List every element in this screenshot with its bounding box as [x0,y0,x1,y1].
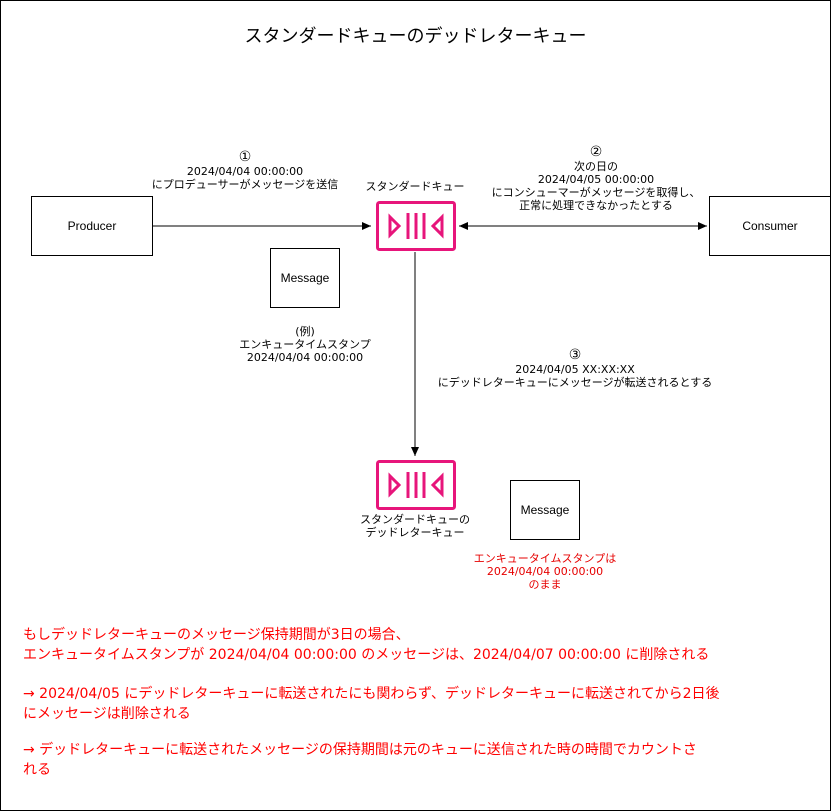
example-line2: エンキュータイムスタンプ [239,338,371,351]
step2-number: ② [589,144,603,160]
example-label: (例) エンキュータイムスタンプ 2024/04/04 00:00:00 [215,325,395,364]
diagram-title: スタンダードキューのデッドレターキュー [244,26,587,47]
note-p2-line2: にメッセージは削除される [23,706,191,722]
consumer-node: Consumer [709,196,831,256]
step2-line2: 2024/04/05 00:00:00 [537,173,655,186]
step1-line1: 2024/04/04 00:00:00 [186,165,304,178]
dlq-label-line2: デッドレターキュー [365,526,465,539]
step1-label: ① 2024/04/04 00:00:00 にプロデューサーがメッセージを送信 [140,149,350,192]
step3-line2: にデッドレターキューにメッセージが転送されるとする [437,376,713,389]
dlq-note-line3: のまま [528,578,562,591]
dlq-label-line1: スタンダードキューの [360,513,470,526]
note-retention-counted-from-original: → デッドレターキューに転送されたメッセージの保持期間は元のキューに送信された時… [23,740,823,780]
step3-number: ③ [568,347,582,363]
note-p3-line1: → デッドレターキューに転送されたメッセージの保持期間は元のキューに送信された時… [23,742,697,758]
producer-node: Producer [31,196,153,256]
step1-line2: にプロデューサーがメッセージを送信 [151,178,339,191]
dlq-note-line1: エンキュータイムスタンプは [473,552,617,565]
step1-number: ① [238,149,252,165]
step2-label: ② 次の日の 2024/04/05 00:00:00 にコンシューマーがメッセー… [476,144,716,213]
example-line3: 2024/04/04 00:00:00 [246,351,364,364]
note-deleted-after-two-days: → 2024/04/05 にデッドレターキューに転送されたにも関わらず、デッドレ… [23,684,823,724]
message-box-top: Message [270,248,340,308]
dlq-timestamp-note: エンキュータイムスタンプは 2024/04/04 00:00:00 のまま [460,552,630,591]
note-p2-line1: → 2024/04/05 にデッドレターキューに転送されたにも関わらず、デッドレ… [23,686,720,702]
step3-label: ③ 2024/04/05 XX:XX:XX にデッドレターキューにメッセージが転… [410,347,740,390]
note-retention-case: もしデッドレターキューのメッセージ保持期間が3日の場合、 エンキュータイムスタン… [23,625,823,665]
dead-letter-queue-icon [376,460,456,510]
note-p1-line1: もしデッドレターキューのメッセージ保持期間が3日の場合、 [23,627,410,643]
message-box-bottom: Message [510,480,580,540]
dlq-label: スタンダードキューの デッドレターキュー [335,513,495,539]
standard-queue-icon [376,201,456,251]
step3-line1: 2024/04/05 XX:XX:XX [515,363,635,376]
note-p1-line2: エンキュータイムスタンプが 2024/04/04 00:00:00 のメッセージ… [23,647,710,663]
example-line1: (例) [295,325,315,338]
standard-queue-label: スタンダードキュー [365,180,465,193]
step2-line1: 次の日の [574,160,618,173]
step2-line4: 正常に処理できなかったとする [519,199,673,212]
step2-line3: にコンシューマーがメッセージを取得し、 [491,186,701,199]
dlq-note-line2: 2024/04/04 00:00:00 [486,565,604,578]
note-p3-line2: れる [23,762,51,778]
